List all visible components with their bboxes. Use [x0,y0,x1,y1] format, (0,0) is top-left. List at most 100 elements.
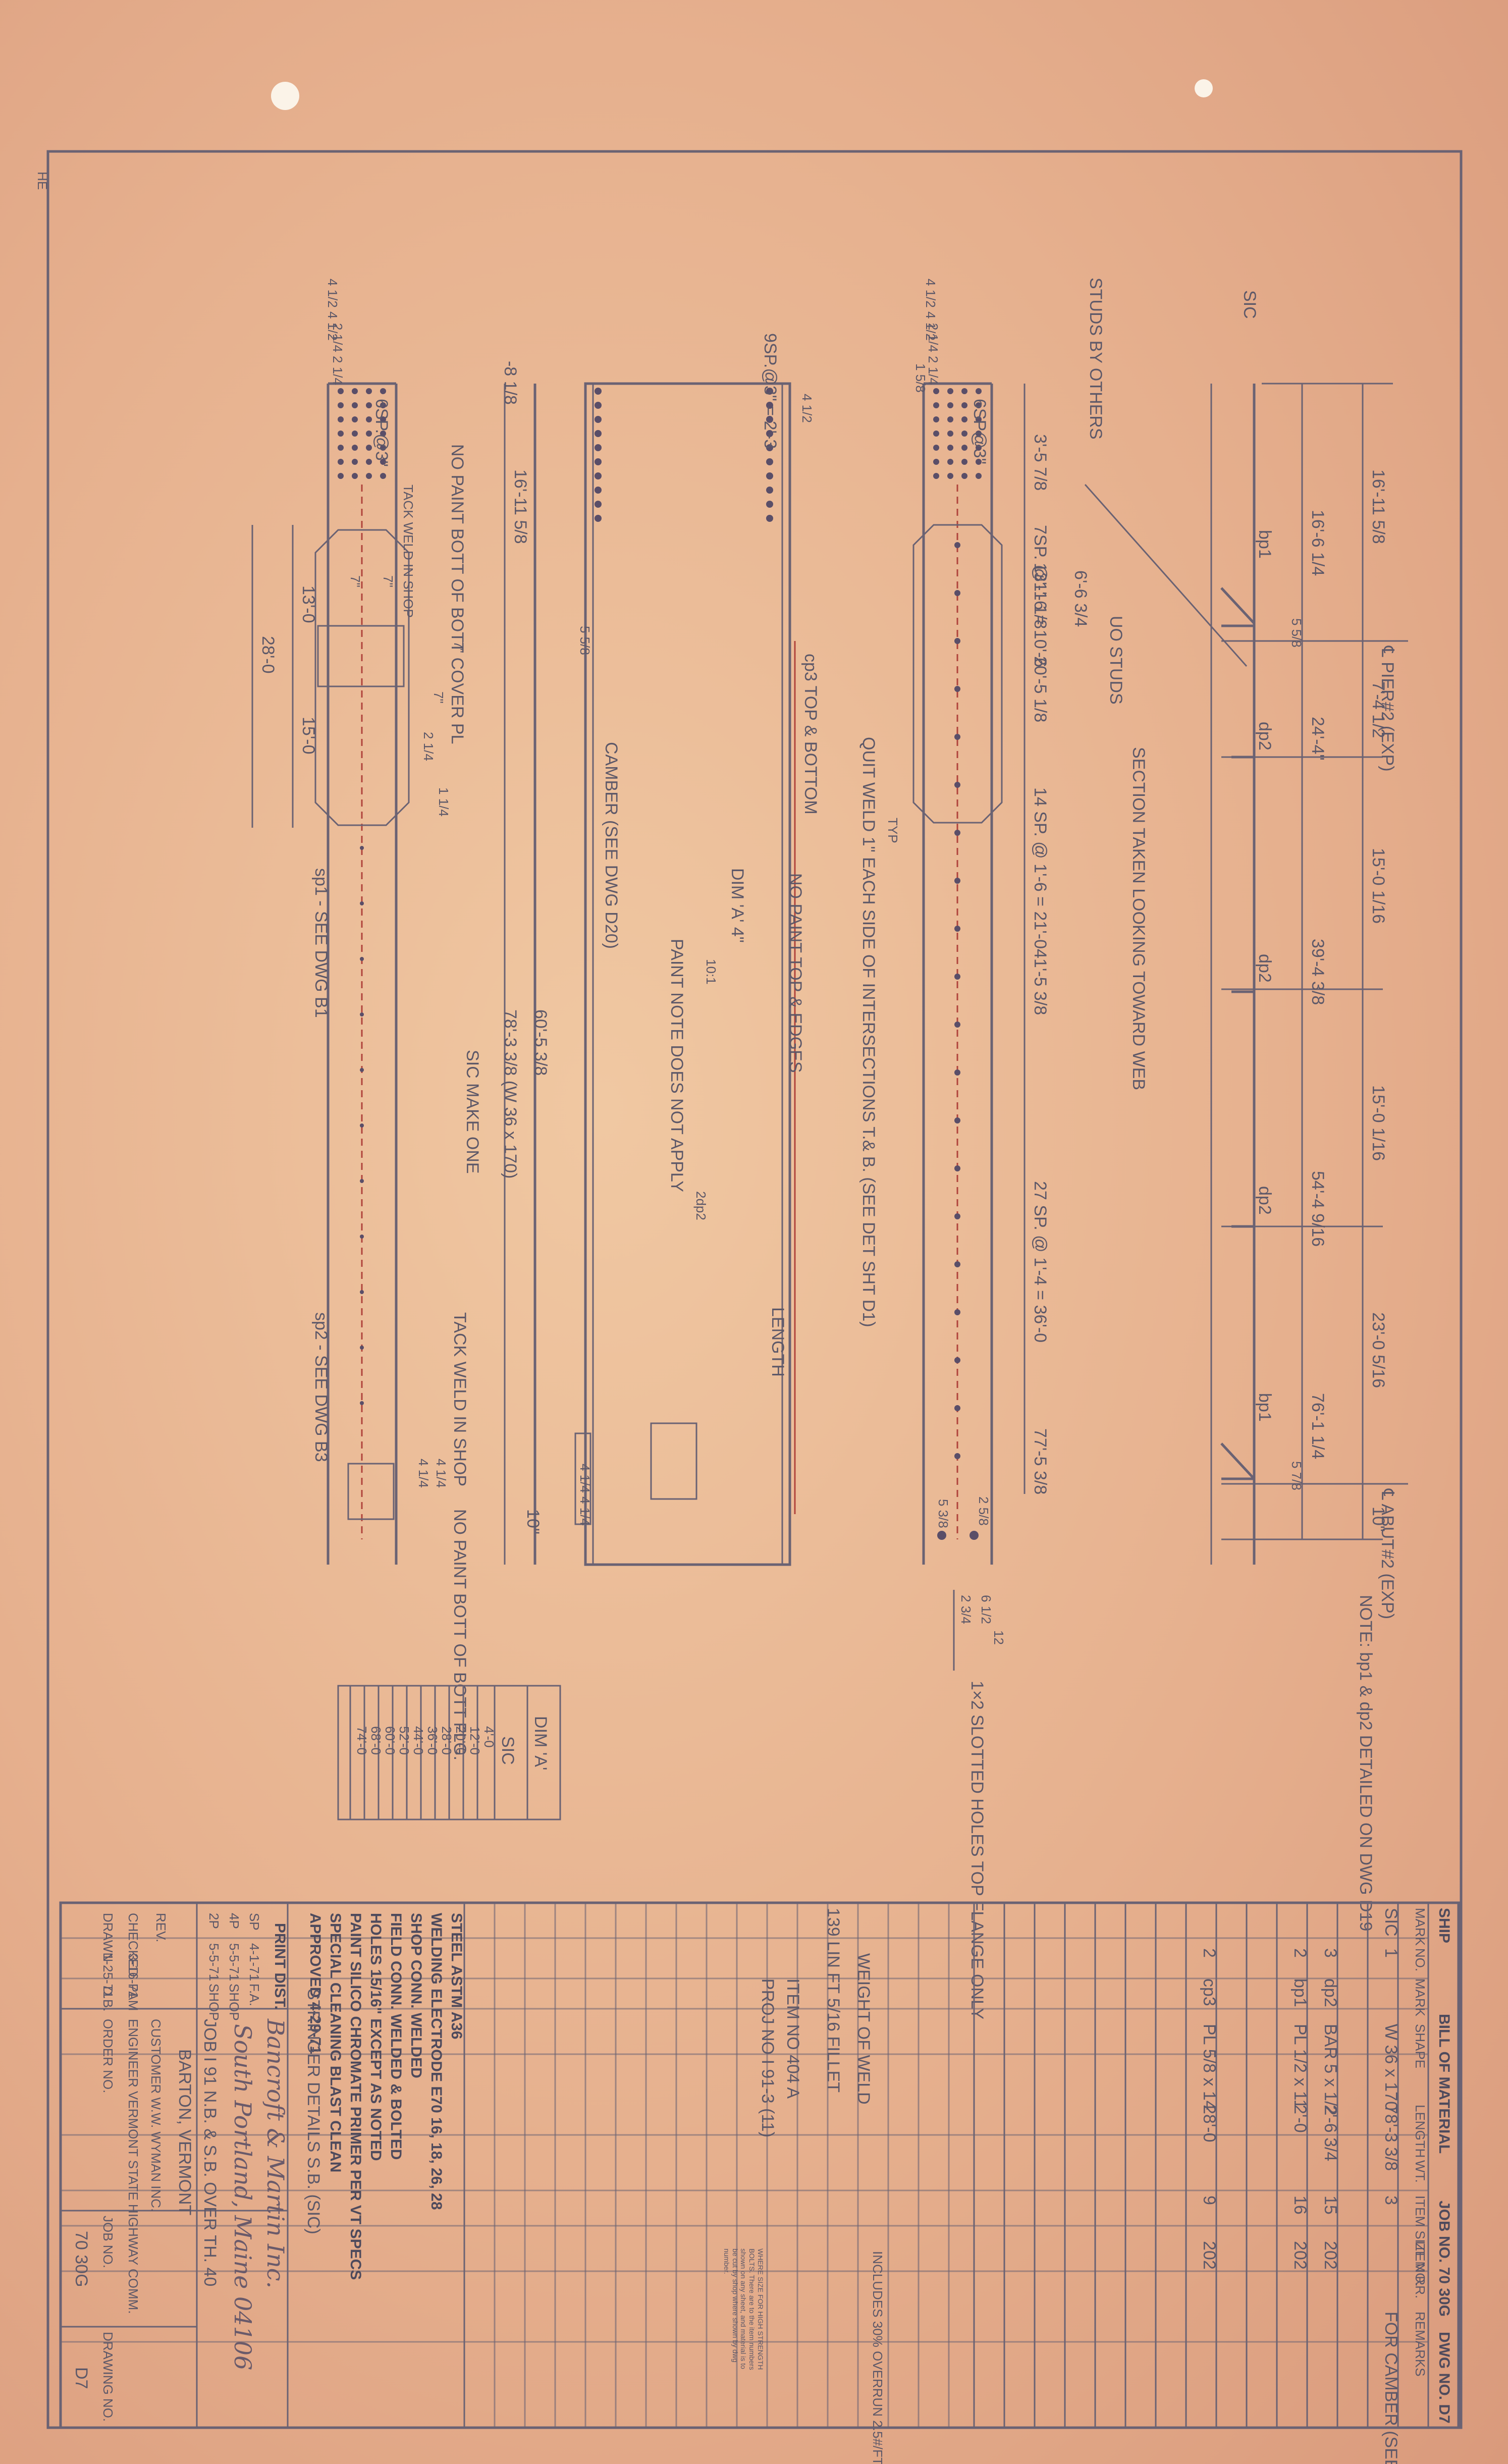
drawn-label: DRAWN [100,1913,116,1962]
tf-hole [933,473,939,479]
title-block: STRINGER DETAILS S.B. (SIC) Bancroft & M… [61,1903,323,2428]
bf-hole [380,388,386,394]
rev-date: 5-5-71 [206,1943,222,1981]
slope-h: 12 [991,1630,1006,1645]
slot-hole-1 [937,1531,946,1540]
bottom-flange-view: 6SP.@3" 4 1/2 4 1/2 2 1/4 2 1/4 NO PAINT… [251,279,469,1760]
bf-hole [366,459,372,465]
bom-col-header: WT. [1413,2160,1428,2183]
rev-code: 4P [227,1913,242,1929]
bf-hole-spacing: 6SP.@3" [372,399,391,467]
sic-label: SIC [1240,290,1259,319]
bf-hole [338,473,344,479]
tf-hole [961,459,967,465]
bracket-label-3: dp2 [1255,954,1274,983]
camber-note: CAMBER (SEE DWG D20) [602,742,621,949]
web-hole [595,388,602,395]
bf-mark [360,1123,364,1128]
dim-a-row: 60'-0 [383,1726,398,1755]
web-brace-plate [650,1422,697,1500]
bf-hole [380,445,386,451]
order-line: ORDER NO. [100,2019,116,2093]
cover-dim-1: 13'-0 [299,585,318,623]
tf-hole [961,473,967,479]
bom-cell: PL 5/8 x 14 [1200,2024,1219,2110]
web-hole [595,444,602,451]
top-flange-studs [954,542,960,1459]
bf-tack-weld: TACK WELD IN SHOP [401,485,416,618]
bom-col-header: ITEM SIZE NO. [1413,2195,1428,2287]
checked-by: PAM [126,1984,141,2011]
bom-ship: SHIP [1436,1908,1452,1943]
binder-hole-2 [1195,79,1213,97]
running-dim-2: 24'-4" [1308,717,1327,761]
paint-note: PAINT NOTE DOES NOT APPLY [667,939,686,1192]
print-dist: PRINT DIST. [272,1923,288,2010]
tf-hole [976,473,982,479]
inner-dim-3: 7" [451,641,466,653]
slot-hole-2 [970,1531,979,1540]
stud [954,878,960,884]
girder-overall: 78'-3 3/8 (W 36 x 170) [501,1009,520,1179]
stud-dim-4: 13'-1 1/8 [1031,563,1050,629]
bf-hole [352,416,358,422]
dim-a-row: 28'-0 [439,1726,454,1755]
dim-a-row: 74'-0 [354,1726,369,1755]
dim-a-row: 4'-0 [481,1726,497,1748]
splice-plate-outline [912,524,1003,824]
bom-col-header: ITEM RR. [1413,2241,1428,2298]
stud [954,974,960,980]
bom-col-header: MARK [1413,1978,1428,2017]
running-dim-1: 16'-6 1/4 [1308,510,1327,576]
spec-line: SPECIAL CLEANING BLAST CLEAN [327,1913,344,2172]
tack-weld-2: TACK WELD IN SHOP [450,1312,469,1486]
spec-line: STEEL ASTM A36 [448,1913,465,2040]
slot-note: 1×2 SLOTTED HOLES TOP FLANGE ONLY [967,1681,987,2019]
tf-gage-inner: 2 1/4 2 1/4 [926,323,941,385]
web-flange-dim-2: 4 1/4 4 1/4 [577,1464,593,1526]
bf-mark [360,1235,364,1239]
tf-hole [976,402,982,408]
tf-end-dim-1: 5 3/8 [936,1499,951,1528]
tf-hole [976,445,982,451]
cp3-label: cp3 TOP & BOTTOM [801,654,820,815]
web-hole [595,416,602,423]
tf-hole-spacing: 6SP@3" [970,399,989,464]
web-flange-dim: 5 5/8 [577,626,593,655]
girder-left-edge: -8 1/8 [501,361,520,405]
rev-dist: F.A. [247,1984,262,2006]
bf-mark [360,957,364,961]
job-no-line: JOB NO. [100,2216,116,2268]
bom-cell: BAR 5 x 1/2 [1321,2024,1340,2115]
drawn-date: 1-25-71 [100,1953,116,1999]
girder-len-1: 16'-11 5/8 [511,469,530,544]
stud-dim-7: 41'-5 3/8 [1031,949,1050,1015]
job-line: JOB I 91 N.B. & S.B. OVER TH. 40 [200,2019,220,2286]
bom-title: BILL OF MATERIAL [1436,2014,1452,2154]
rev-dist: SHOP [206,1984,222,2021]
stud-dim-1: 3'-5 7/8 [1031,434,1050,491]
bom-small-note: WHERE SIZE FOR HIGH STRENGTH BOLTS. Ther… [723,2248,765,2370]
spec-line: HOLES 15/16" EXCEPT AS NOTED [367,1913,384,2161]
girder-total: 60'-5 3/8 [531,1009,550,1076]
stud [954,1405,960,1411]
dp2-label: 2dp2 [693,1191,709,1220]
weld-sym-1: 1 1/4 [436,787,451,817]
stud-dim-9: 77'-5 3/8 [1031,1428,1050,1494]
tf-hole [961,431,967,437]
bf-mark [360,1290,364,1294]
bom-cell: 3 [1321,1948,1340,1958]
elevation-view: ℄ PIER#2 (EXP) ℄ ABUT#2 (EXP) SIC 16'-11… [1084,290,1408,1931]
checked-label: CHECKED [126,1913,141,1977]
studs-label: STUDS BY OTHERS [1086,278,1105,440]
dim-a-values: 4'-012'-020'-028'-036'-044'-052'-060'-06… [354,1726,497,1755]
proj-no: PROJ NO I 91-3 (11) [758,1978,777,2137]
drawing-title: STRINGER DETAILS S.B. (SIC) [304,1989,323,2234]
bottom-flange-holes [338,388,386,1405]
bom-cell: SIC [1381,1908,1401,1937]
stud [954,830,960,836]
weld-sym-2: 2 1/4 [421,732,436,761]
